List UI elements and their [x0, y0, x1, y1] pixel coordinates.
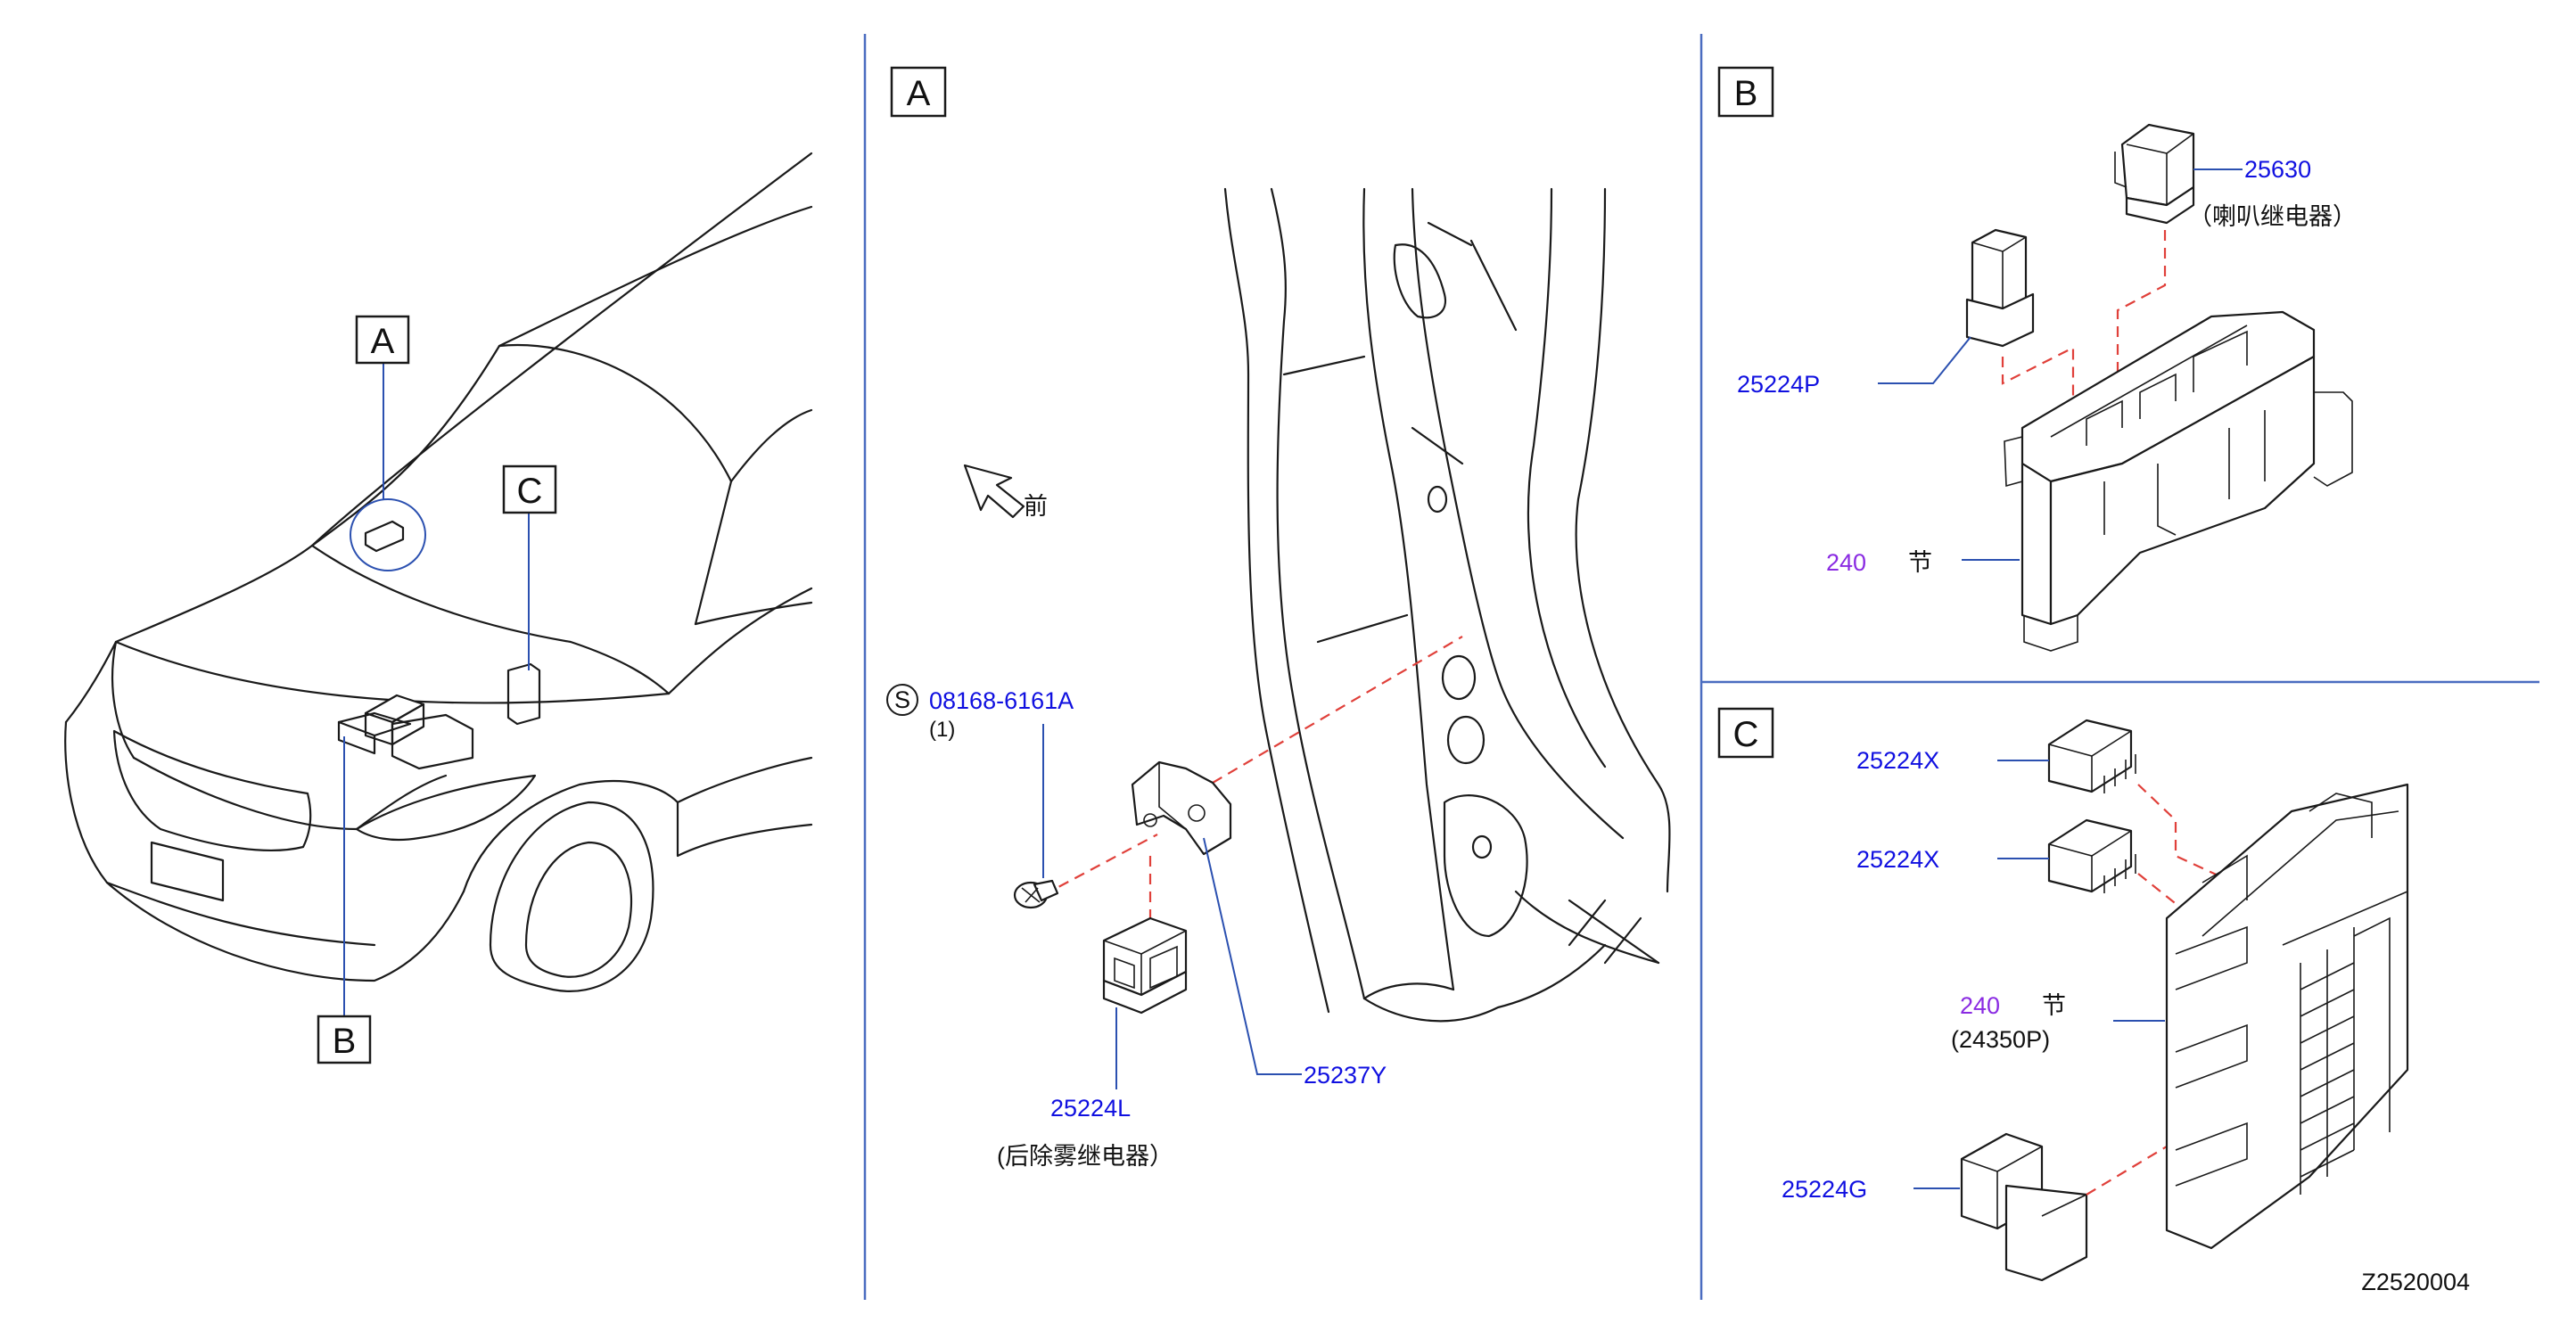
relay-x1-part-number: 25224X — [1856, 747, 1939, 774]
panel-b-title-box — [1717, 66, 1774, 118]
relay-25224g — [1960, 1132, 2088, 1282]
screw-icon — [1013, 879, 1059, 909]
relay-block-b — [2004, 310, 2353, 652]
relay-p-part-number: 25224P — [1737, 371, 1820, 398]
horn-relay-part-number: 25630 — [2244, 156, 2311, 183]
front-label: 前 — [1024, 493, 1048, 520]
callout-box-a — [355, 315, 410, 365]
body-pillar — [1223, 187, 1671, 1023]
screw-symbol-circle — [886, 684, 918, 716]
panel-a-title-box — [890, 66, 947, 118]
relay-25224x-2 — [2047, 818, 2136, 893]
junction-block-c — [2165, 783, 2409, 1250]
block-b-ref: 240 — [1826, 549, 1866, 576]
panel-c: C — [1717, 707, 2409, 1282]
panel-c-title-box — [1717, 707, 1774, 759]
overview-callouts: A C B — [317, 315, 557, 1064]
panel-dividers — [863, 34, 2539, 1300]
screw-symbol: S — [894, 686, 910, 713]
callout-box-b — [317, 1015, 372, 1064]
relay-g-part-number: 25224G — [1782, 1176, 1867, 1203]
relay-x2-part-number: 25224X — [1856, 846, 1939, 873]
bracket-part-number: 25237Y — [1304, 1062, 1387, 1089]
callout-label-a: A — [371, 322, 395, 361]
horn-relay-25630 — [2114, 123, 2195, 225]
block-c-ref: 240 — [1960, 992, 2000, 1019]
diagram-code: Z2520004 — [2361, 1269, 2470, 1295]
horn-relay-description: （喇叭继电器） — [2188, 203, 2357, 230]
bracket-25237y — [1131, 760, 1232, 856]
screw-part-number: 08168-6161A — [929, 687, 1074, 714]
panel-a: A 前 — [886, 66, 1671, 1170]
relay-l-part-number: 25224L — [1050, 1095, 1131, 1122]
callout-label-c: C — [517, 472, 543, 511]
panel-b: B — [1717, 66, 2357, 652]
block-c-ref-suffix: 节 — [2042, 992, 2066, 1019]
callout-label-b: B — [333, 1022, 357, 1061]
block-b-ref-suffix: 节 — [1908, 549, 1932, 576]
car-overview — [64, 152, 813, 992]
panel-b-title: B — [1734, 74, 1758, 113]
relay-25224p — [1965, 228, 2035, 348]
relay-25224x-1 — [2047, 719, 2136, 793]
screw-quantity: (1) — [929, 718, 955, 742]
panel-c-title: C — [1733, 715, 1759, 754]
relay-25224l — [1102, 916, 1188, 1015]
callout-box-c — [502, 464, 557, 514]
front-arrow-icon — [963, 464, 1025, 519]
panel-a-title: A — [907, 74, 931, 113]
relay-l-description: (后除雾继电器） — [997, 1143, 1173, 1170]
block-c-part-number: (24350P) — [1951, 1026, 2050, 1053]
